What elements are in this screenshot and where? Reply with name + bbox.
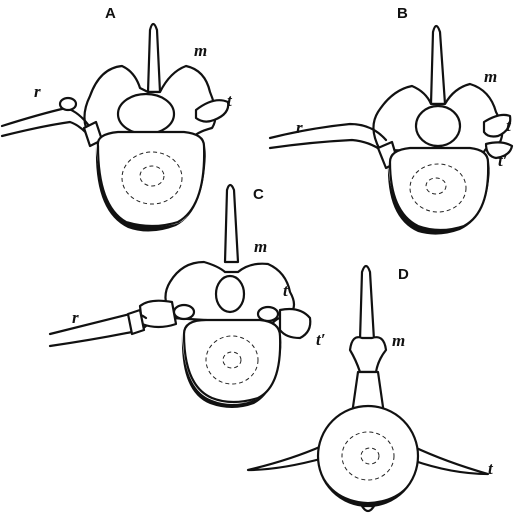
spinous-process: [431, 26, 445, 104]
ventral-keel: [362, 506, 374, 511]
label-metapophysis: m: [392, 331, 405, 350]
rib-tubercle: [128, 310, 144, 334]
transverse-process-left: [140, 301, 176, 327]
centrum: [98, 132, 204, 226]
articular-facet-right: [258, 307, 278, 321]
spinous-process: [225, 185, 238, 262]
transverse-process: [412, 446, 488, 474]
label-transverse-process: t: [227, 91, 233, 110]
neural-canal: [216, 276, 244, 312]
vertebra-a: A r m t: [2, 5, 233, 232]
label-rib: r: [72, 308, 79, 327]
rib-head: [60, 98, 76, 110]
label-metapophysis: m: [194, 41, 207, 60]
neural-canal: [118, 94, 174, 134]
panel-label-d: D: [398, 266, 409, 283]
label-rib: r: [296, 118, 303, 137]
rib-lower-edge: [270, 140, 388, 156]
centrum: [184, 320, 280, 402]
rib: [270, 124, 386, 140]
transverse-process-left: [248, 446, 324, 470]
panel-label-a: A: [105, 5, 116, 22]
articular-facet-left: [174, 305, 194, 319]
spinous-process: [360, 266, 374, 340]
transverse-process: [280, 309, 310, 338]
label-metapophysis: m: [254, 237, 267, 256]
label-metapophysis: m: [484, 67, 497, 86]
label-transverse-process-lower: t′: [316, 330, 326, 349]
spinous-process: [148, 24, 160, 92]
vertebra-c: C r m t t′: [50, 185, 326, 408]
label-rib: r: [34, 82, 41, 101]
vertebra-b: B r m t t′: [270, 5, 512, 235]
panel-label-c: C: [253, 186, 264, 203]
neural-arch: [350, 337, 386, 372]
panel-label-b: B: [397, 5, 408, 22]
label-transverse-process: t: [488, 459, 494, 478]
neural-canal: [416, 106, 460, 146]
rib-lower-edge: [2, 122, 94, 142]
label-transverse-process-lower: t′: [498, 151, 508, 170]
